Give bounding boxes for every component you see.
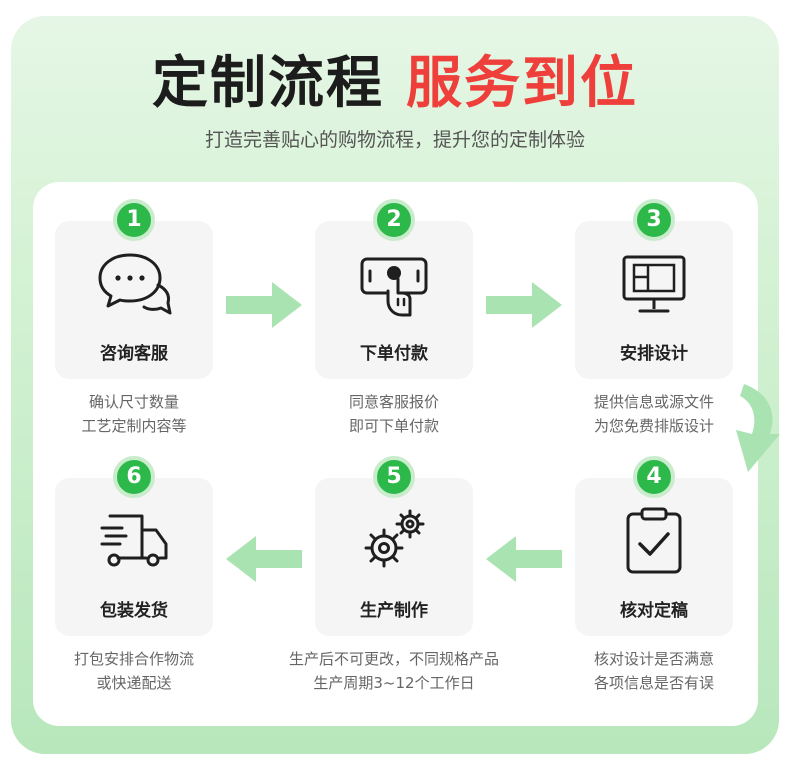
step-title: 下单付款 (360, 344, 428, 364)
step-title: 包装发货 (100, 601, 168, 621)
step-number-badge: 5 (373, 456, 415, 498)
step-title: 生产制作 (360, 601, 428, 621)
step-number-badge: 1 (113, 199, 155, 241)
step-description: 核对设计是否满意 各项信息是否有误 (524, 647, 784, 695)
arrow-down-curved-icon (736, 384, 780, 472)
desc-line: 各项信息是否有误 (593, 674, 714, 692)
desc-line: 核对设计是否满意 (593, 650, 714, 668)
step-number-badge: 3 (633, 199, 675, 241)
step-number-badge: 4 (633, 456, 675, 498)
step-card-3: 安排设计 (575, 221, 733, 379)
clipboard-check-icon (626, 507, 682, 574)
desc-line: 打包安排合作物流 (73, 650, 194, 668)
desc-line: 或快递配送 (96, 674, 172, 692)
step-number-badge: 6 (113, 456, 155, 498)
step-description: 确认尺寸数量 工艺定制内容等 (4, 390, 264, 438)
phone-tap-icon (360, 257, 428, 317)
arrow-left-icon (486, 536, 562, 582)
desc-line: 提供信息或源文件 (593, 393, 714, 411)
step-title: 安排设计 (620, 344, 688, 364)
desc-line: 生产周期3~12个工作日 (313, 674, 475, 692)
gears-icon (364, 509, 425, 568)
step-card-1: 咨询客服 (55, 221, 213, 379)
desc-line: 生产后不可更改，不同规格产品 (288, 650, 499, 668)
step-description: 生产后不可更改，不同规格产品 生产周期3~12个工作日 (254, 647, 534, 695)
step-card-4: 核对定稿 (575, 478, 733, 636)
desc-line: 即可下单付款 (348, 417, 439, 435)
desc-line: 为您免费排版设计 (593, 417, 714, 435)
page-title: 定制流程服务到位 (0, 52, 790, 116)
step-description: 同意客服报价 即可下单付款 (264, 390, 524, 438)
arrow-right-icon (486, 282, 562, 328)
chat-bubbles-icon (98, 253, 172, 315)
title-highlight: 服务到位 (406, 51, 638, 116)
step-card-5: 生产制作 (315, 478, 473, 636)
title-main: 定制流程 (152, 51, 384, 116)
step-description: 提供信息或源文件 为您免费排版设计 (524, 390, 784, 438)
page-subtitle: 打造完善贴心的购物流程，提升您的定制体验 (204, 129, 585, 151)
delivery-truck-icon (100, 514, 168, 567)
step-number-badge: 2 (373, 199, 415, 241)
desc-line: 同意客服报价 (348, 393, 439, 411)
step-title: 核对定稿 (620, 601, 688, 621)
step-card-2: 下单付款 (315, 221, 473, 379)
desc-line: 确认尺寸数量 (88, 393, 179, 411)
desc-line: 工艺定制内容等 (81, 417, 187, 435)
arrow-left-icon (226, 536, 302, 582)
monitor-layout-icon (622, 255, 686, 313)
step-card-6: 包装发货 (55, 478, 213, 636)
step-title: 咨询客服 (100, 344, 168, 364)
arrow-right-icon (226, 282, 302, 328)
step-description: 打包安排合作物流 或快递配送 (4, 647, 264, 695)
